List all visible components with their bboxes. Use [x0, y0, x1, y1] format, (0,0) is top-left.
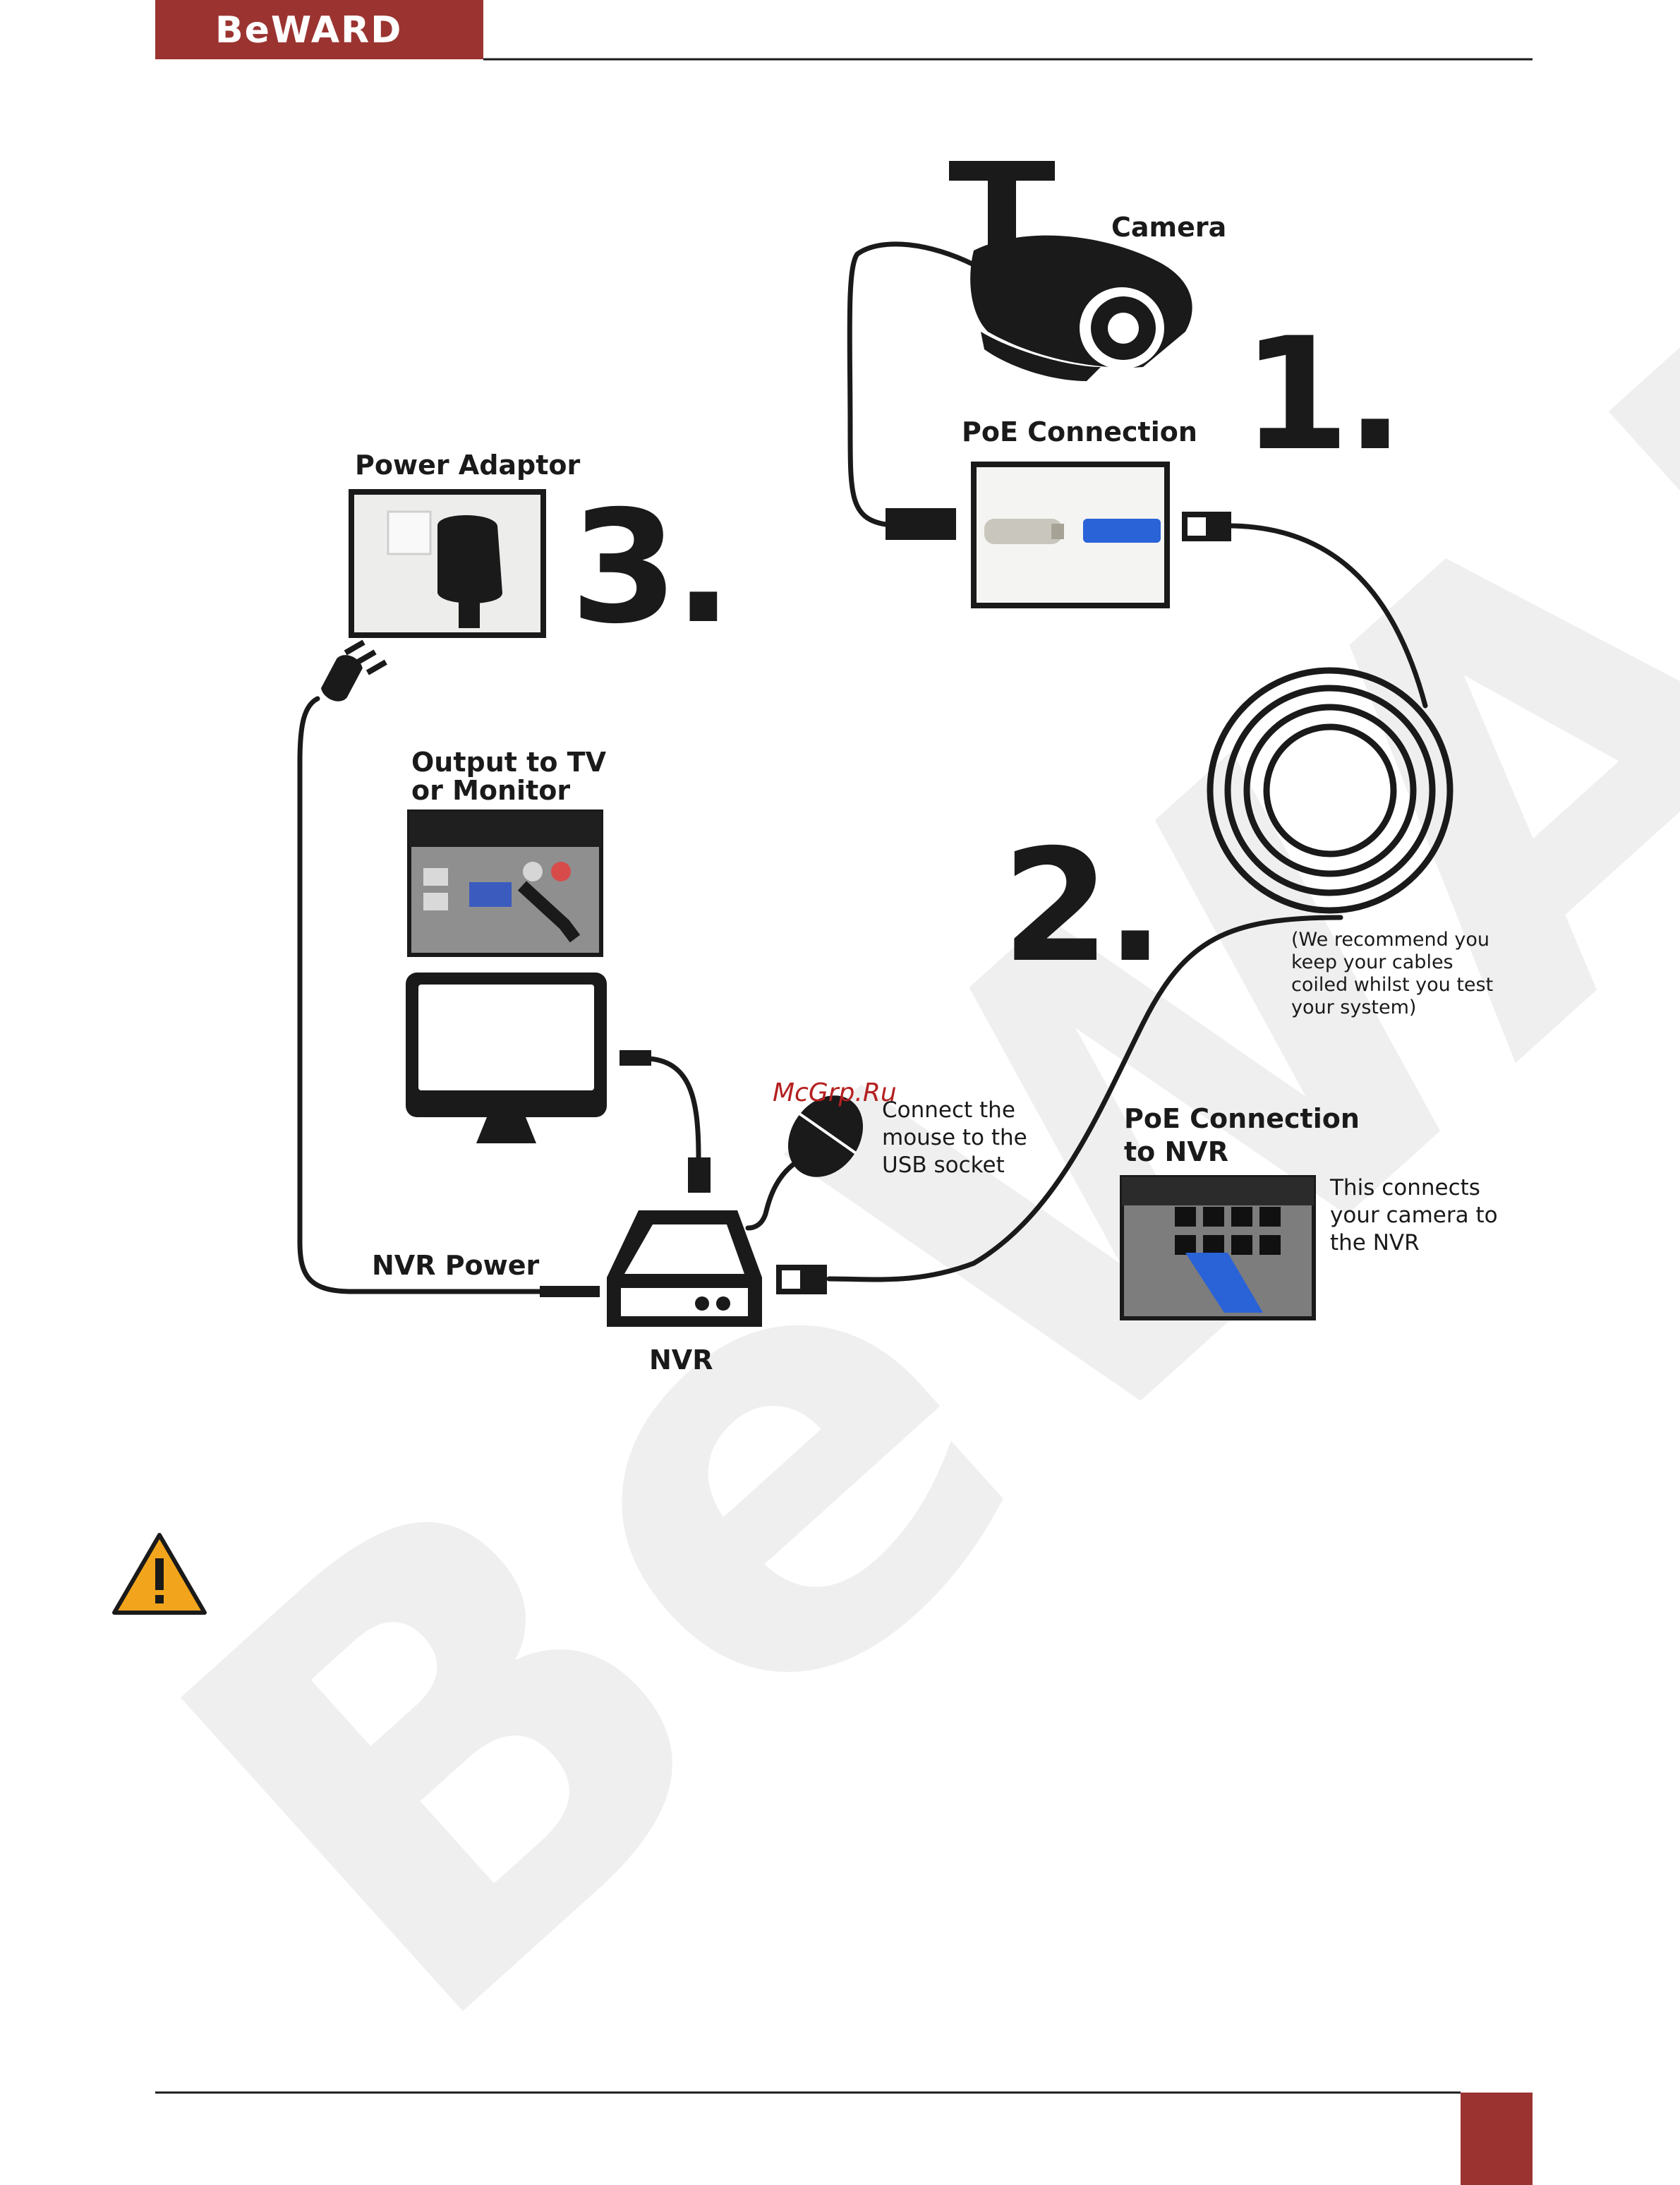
nvr-power-label: NVR Power	[372, 1250, 540, 1281]
poe-plug-left	[886, 508, 956, 540]
svg-text:your camera to: your camera to	[1330, 1203, 1498, 1228]
poe-connection-label: PoE Connection	[962, 416, 1197, 447]
poe-plug-nvr	[776, 1265, 827, 1294]
poe-nvr-label-line2: to NVR	[1124, 1136, 1228, 1167]
step-2-number: 2.	[1002, 816, 1161, 997]
svg-text:the NVR: the NVR	[1330, 1230, 1420, 1256]
power-plug-icon	[310, 635, 392, 707]
svg-text:coiled whilst you test: coiled whilst you test	[1291, 974, 1493, 996]
output-label-line2: or Monitor	[411, 775, 570, 806]
nvr-poe-ports-photo	[1122, 1177, 1314, 1318]
svg-text:USB socket: USB socket	[882, 1152, 1005, 1178]
step-3-number: 3.	[570, 477, 729, 658]
svg-text:(We recommend you: (We recommend you	[1291, 929, 1489, 951]
page-footer	[155, 2093, 1533, 2185]
site-watermark: McGrp.Ru	[773, 1078, 897, 1107]
nvr-back-panel-photo	[409, 812, 601, 955]
brand-logo-text: BeWARD	[215, 9, 402, 52]
poe-nvr-label-line1: PoE Connection	[1124, 1103, 1360, 1134]
svg-text:mouse to the: mouse to the	[882, 1125, 1027, 1150]
poe-connection-photo	[974, 464, 1167, 606]
power-adaptor-label: Power Adaptor	[355, 450, 581, 481]
svg-text:your system): your system)	[1291, 997, 1416, 1018]
nvr-label: NVR	[649, 1344, 713, 1376]
output-label-line1: Output to TV	[411, 747, 607, 778]
cctv-camera-icon	[949, 161, 1192, 381]
page-header: BeWARD	[155, 0, 1533, 59]
svg-text:This connects: This connects	[1329, 1175, 1480, 1200]
watermark: BeWARD	[64, 0, 1680, 2148]
svg-text:keep your cables: keep your cables	[1291, 951, 1454, 973]
power-adaptor-photo	[351, 492, 543, 635]
monitor-icon	[406, 973, 651, 1143]
watermark-text: BeWARD	[64, 0, 1680, 2148]
page-number-tab	[1461, 2093, 1533, 2185]
poe-plug-right	[1182, 512, 1231, 541]
camera-cable	[850, 244, 974, 524]
svg-text:Connect the: Connect the	[882, 1097, 1015, 1123]
step-1-number: 1.	[1242, 304, 1401, 485]
camera-label: Camera	[1111, 212, 1226, 243]
